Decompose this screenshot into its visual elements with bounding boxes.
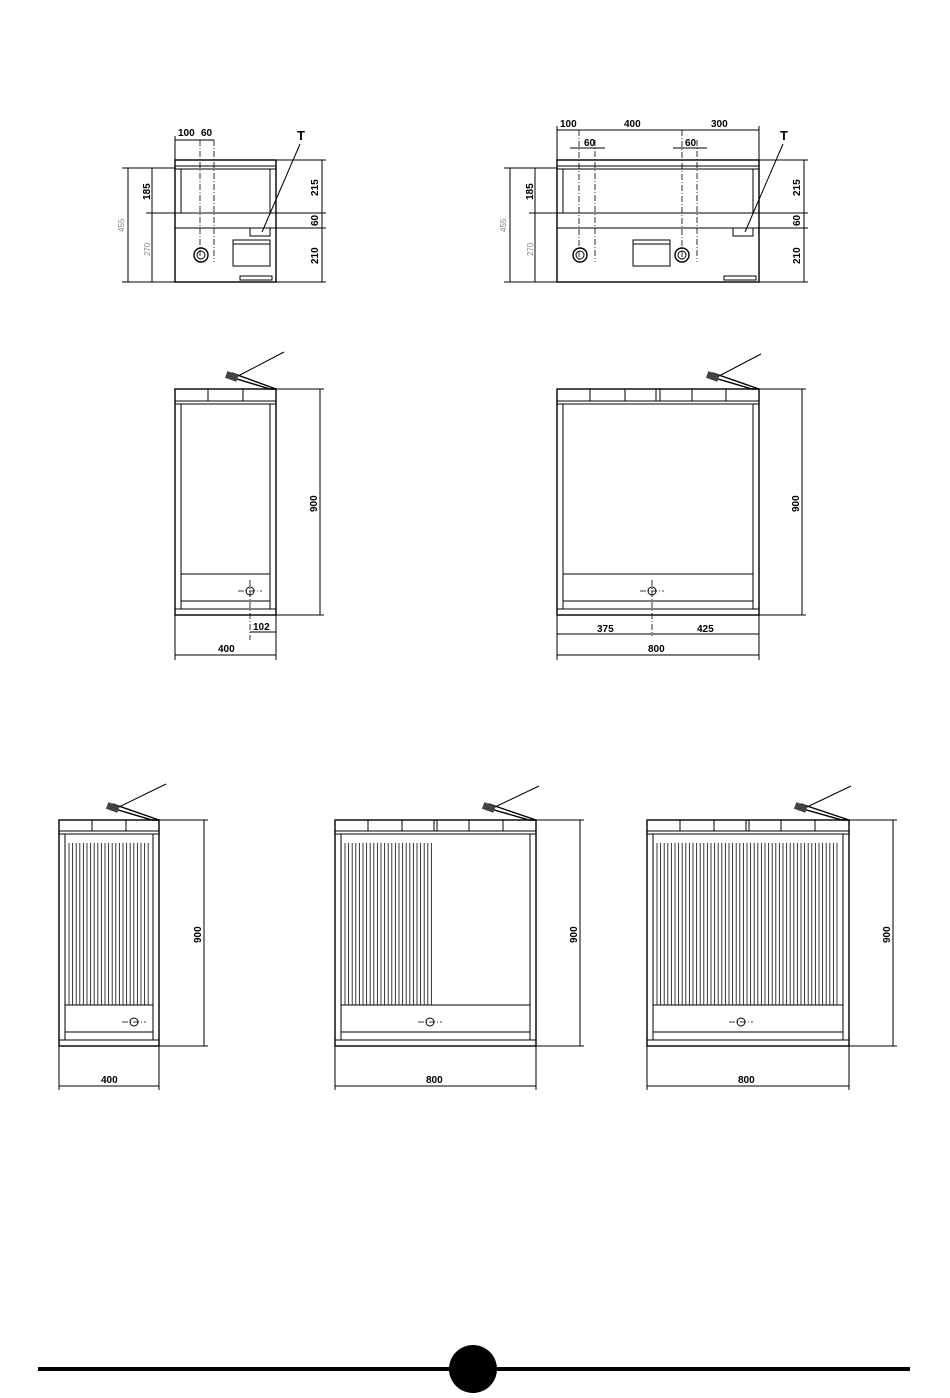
front-view-400: 100 60 T 185 270 455 215 60 210 bbox=[117, 128, 326, 282]
dim-60-right: 60 bbox=[310, 214, 321, 226]
dim-215: 215 bbox=[792, 179, 803, 196]
ribbed-plate bbox=[69, 843, 148, 1005]
dim-800: 800 bbox=[648, 644, 665, 655]
dim-185: 185 bbox=[525, 183, 536, 200]
dim-800: 800 bbox=[426, 1075, 443, 1086]
dim-455: 455 bbox=[499, 218, 508, 232]
dim-425: 425 bbox=[697, 624, 714, 635]
dim-900: 900 bbox=[569, 926, 580, 943]
dim-100: 100 bbox=[560, 119, 577, 130]
ribbed-top-view-800: 900 800 bbox=[647, 786, 897, 1090]
dim-270: 270 bbox=[526, 242, 535, 256]
dim-102: 102 bbox=[253, 622, 270, 633]
front-view-800: 100 400 300 60 60 T 185 270 455 215 60 2… bbox=[499, 119, 808, 282]
label-T: T bbox=[780, 128, 788, 143]
page-footer bbox=[38, 1345, 910, 1393]
dim-210: 210 bbox=[792, 247, 803, 264]
dim-900: 900 bbox=[882, 926, 893, 943]
dim-60-left: 60 bbox=[584, 138, 596, 149]
dim-100: 100 bbox=[178, 128, 195, 139]
ribbed-plate-half bbox=[345, 843, 431, 1005]
dim-300: 300 bbox=[711, 119, 728, 130]
page-number-disc bbox=[449, 1345, 497, 1393]
dim-400: 400 bbox=[101, 1075, 118, 1086]
dim-400: 400 bbox=[624, 119, 641, 130]
ribbed-top-view-400: 900 400 bbox=[59, 784, 208, 1090]
dim-270: 270 bbox=[143, 242, 152, 256]
top-view-800: 900 375 425 800 bbox=[557, 354, 806, 660]
top-view-400: 900 102 400 bbox=[175, 352, 324, 660]
dim-210: 210 bbox=[310, 247, 321, 264]
dim-60-right: 60 bbox=[792, 214, 803, 226]
dim-455: 455 bbox=[117, 218, 126, 232]
half-ribbed-top-view-800: 900 800 bbox=[335, 786, 584, 1090]
dim-400: 400 bbox=[218, 644, 235, 655]
dim-375: 375 bbox=[597, 624, 614, 635]
dim-900: 900 bbox=[309, 495, 320, 512]
dim-60-right: 60 bbox=[685, 138, 697, 149]
dim-900: 900 bbox=[193, 926, 204, 943]
dim-215: 215 bbox=[310, 179, 321, 196]
dim-185: 185 bbox=[142, 183, 153, 200]
label-T: T bbox=[297, 128, 305, 143]
dim-60: 60 bbox=[201, 128, 213, 139]
dim-800: 800 bbox=[738, 1075, 755, 1086]
dim-900: 900 bbox=[791, 495, 802, 512]
ribbed-plate-full bbox=[657, 843, 837, 1005]
